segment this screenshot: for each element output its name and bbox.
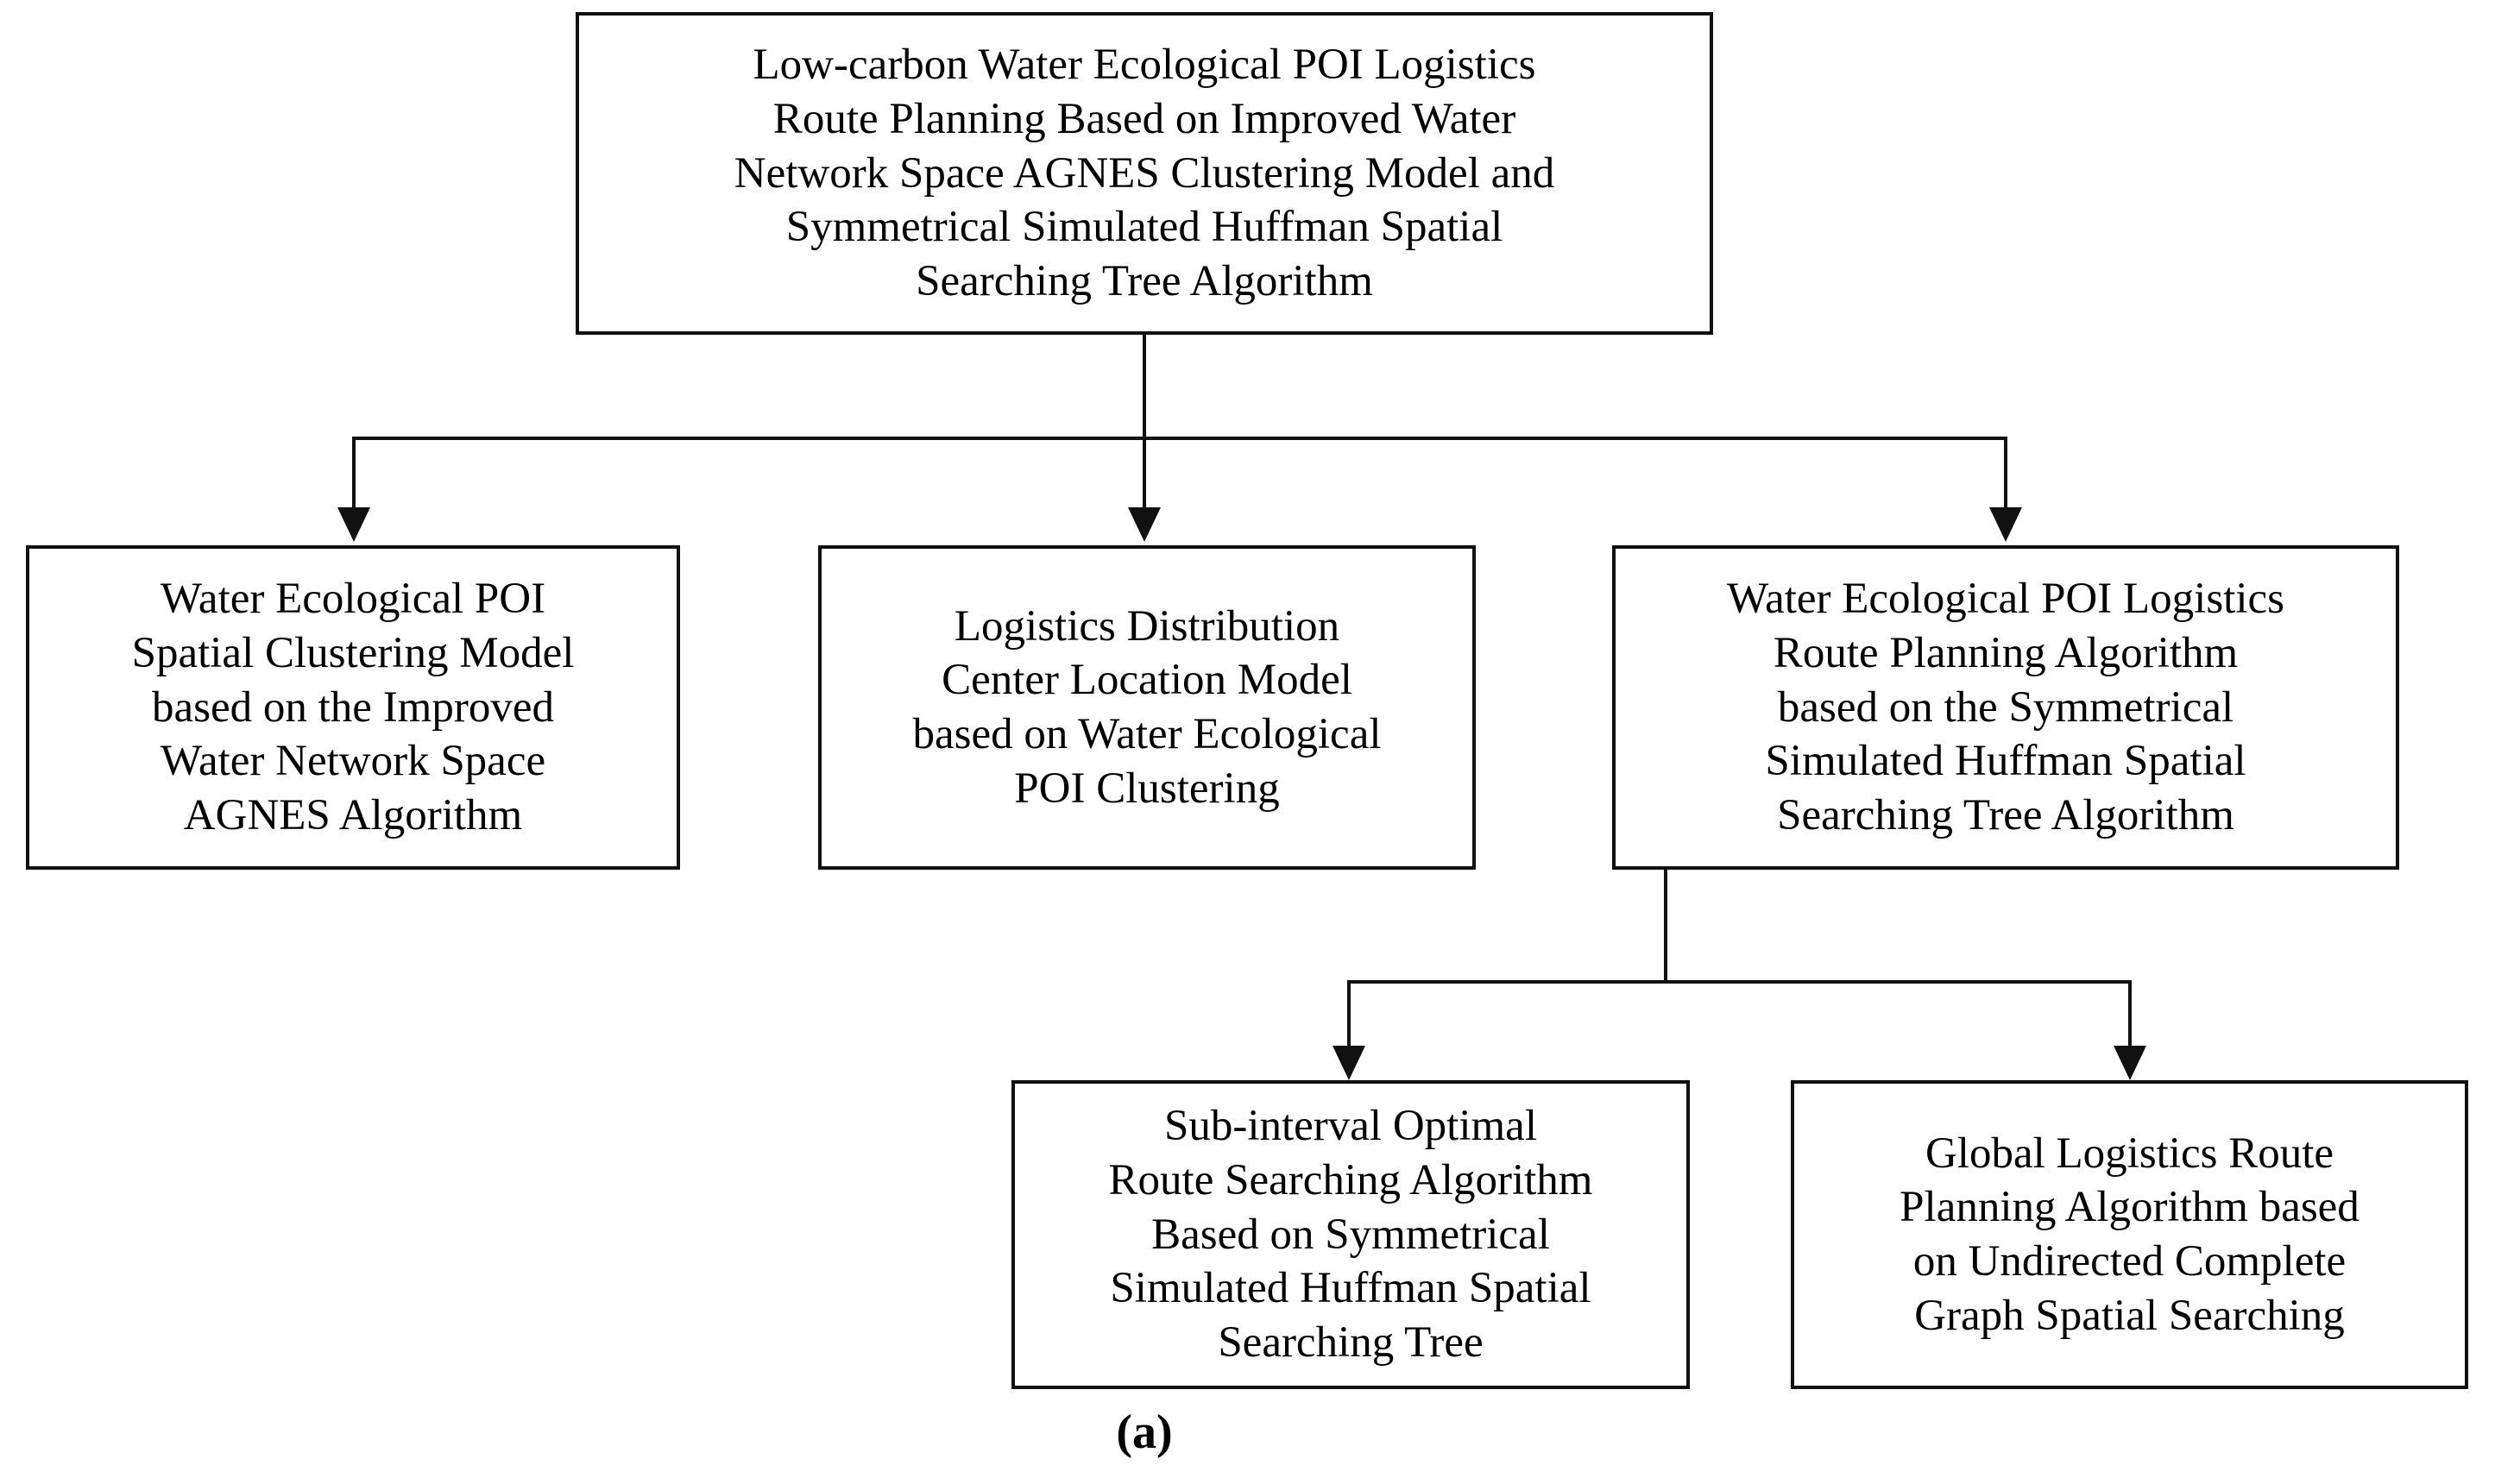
node-l3a-line-1: Sub-interval Optimal — [1163, 1102, 1537, 1151]
node-l2b-text: Logistics Distribution Center Location M… — [830, 600, 1464, 816]
node-global-logistics-route-planning-algorithm: Global Logistics Route Planning Algorith… — [1791, 1080, 2468, 1389]
node-l3b-line-1: Global Logistics Route — [1925, 1129, 2334, 1178]
node-l2c-text: Water Ecological POI Logistics Route Pla… — [1624, 572, 2387, 843]
node-l3a-line-4: Simulated Huffman Spatial — [1110, 1264, 1591, 1313]
arrowhead-to-l2b-icon — [1128, 507, 1161, 542]
node-l2c-line-4: Simulated Huffman Spatial — [1765, 737, 2246, 786]
node-l2c-line-3: based on the Symmetrical — [1777, 682, 2234, 732]
arrowhead-to-l2c-icon — [1989, 507, 2022, 542]
arrowhead-to-l2a-icon — [337, 507, 370, 542]
node-root-line-1: Low-carbon Water Ecological POI Logistic… — [753, 41, 1536, 90]
node-sub-interval-optimal-route-searching-algorithm: Sub-interval Optimal Route Searching Alg… — [1011, 1080, 1690, 1389]
node-l3b-text: Global Logistics Route Planning Algorith… — [1803, 1127, 2456, 1343]
node-l2b-line-1: Logistics Distribution — [954, 601, 1340, 651]
node-l3a-line-5: Searching Tree — [1218, 1318, 1484, 1368]
node-l2c-line-5: Searching Tree Algorithm — [1777, 791, 2234, 840]
node-l2c-line-1: Water Ecological POI Logistics — [1727, 575, 2284, 624]
connector-upper-bus — [354, 437, 2007, 440]
connector-root-stem — [1143, 335, 1146, 440]
node-l2a-line-5: AGNES Algorithm — [183, 791, 523, 840]
node-root-line-5: Searching Tree Algorithm — [916, 257, 1373, 306]
node-l3a-text: Sub-interval Optimal Route Searching Alg… — [1024, 1099, 1678, 1370]
connector-leg-to-l3a — [1347, 980, 1351, 1047]
node-l3b-line-2: Planning Algorithm based — [1900, 1183, 2360, 1232]
node-l3a-line-2: Route Searching Algorithm — [1108, 1155, 1593, 1204]
connector-leg-to-l2c — [2004, 437, 2007, 507]
node-l2c-line-2: Route Planning Algorithm — [1773, 628, 2239, 677]
node-logistics-distribution-center-location-model: Logistics Distribution Center Location M… — [818, 545, 1476, 870]
node-root-text: Low-carbon Water Ecological POI Logistic… — [588, 38, 1701, 309]
node-l2b-line-2: Center Location Model — [942, 656, 1352, 705]
node-l2b-line-3: based on Water Ecological — [912, 710, 1382, 758]
arrowhead-to-l3a-icon — [1333, 1046, 1365, 1080]
node-l2a-line-2: Spatial Clustering Model — [131, 628, 575, 677]
node-root-line-2: Route Planning Based on Improved Water — [772, 94, 1516, 143]
figure-caption: (a) — [1116, 1405, 1173, 1459]
node-root-line-4: Symmetrical Simulated Huffman Spatial — [785, 203, 1503, 252]
node-l2a-line-4: Water Network Space — [160, 737, 546, 786]
connector-leg-to-l2a — [352, 437, 356, 507]
node-l3b-line-3: on Undirected Complete — [1912, 1237, 2347, 1286]
node-water-ecological-poi-logistics-route-planning-algorithm: Water Ecological POI Logistics Route Pla… — [1612, 545, 2399, 870]
node-root: Low-carbon Water Ecological POI Logistic… — [576, 12, 1713, 335]
node-l2a-line-1: Water Ecological POI — [160, 575, 546, 624]
node-l3a-line-3: Based on Symmetrical — [1151, 1210, 1550, 1259]
connector-leg-to-l2b — [1143, 437, 1146, 507]
node-l3b-line-4: Graph Spatial Searching — [1914, 1291, 2345, 1340]
node-l2a-text: Water Ecological POI Spatial Clustering … — [38, 572, 668, 843]
node-l2b-line-4: POI Clustering — [1014, 764, 1280, 813]
arrowhead-to-l3b-icon — [2114, 1046, 2146, 1080]
connector-leg-to-l3b — [2128, 980, 2132, 1047]
node-l2a-line-3: based on the Improved — [152, 682, 554, 732]
node-root-line-3: Network Space AGNES Clustering Model and — [734, 148, 1555, 198]
connector-lower-bus — [1349, 980, 2130, 984]
node-water-ecological-poi-spatial-clustering-model: Water Ecological POI Spatial Clustering … — [26, 545, 680, 870]
connector-l2c-stem — [1664, 870, 1667, 982]
